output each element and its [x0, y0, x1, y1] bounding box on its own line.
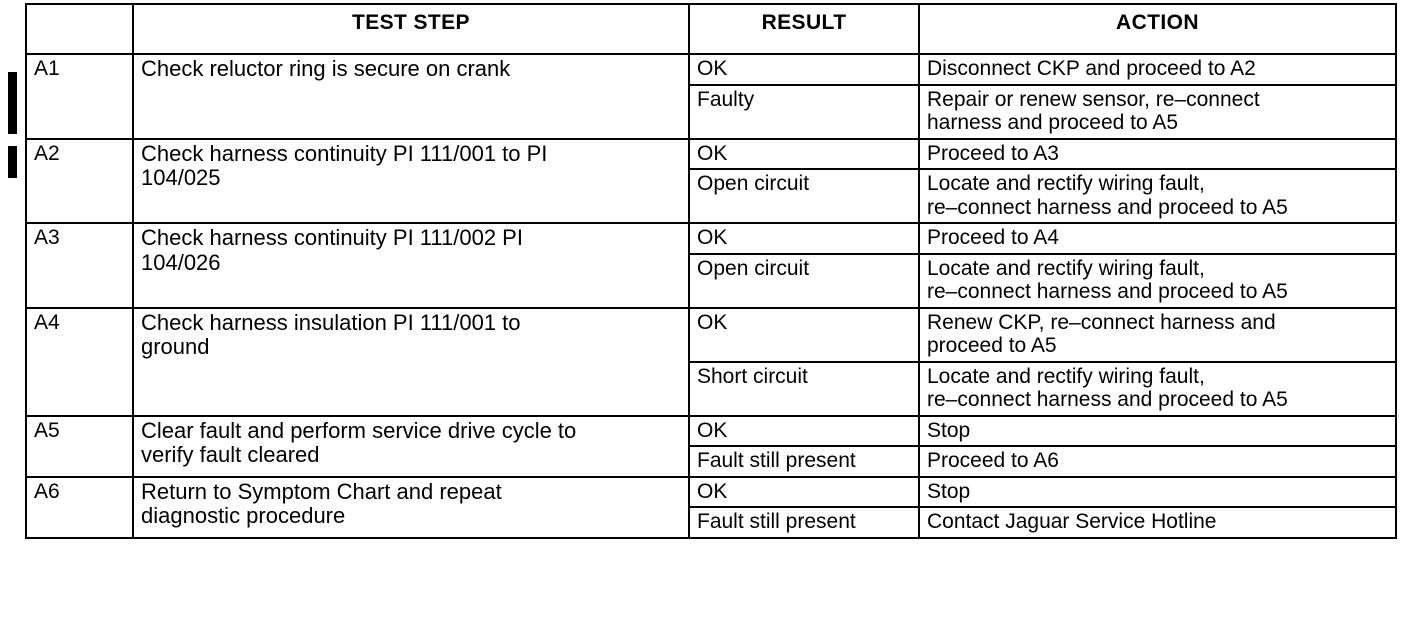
result-cell: Short circuit — [688, 360, 920, 417]
test-step-cell: Check harness insulation PI 111/001 to g… — [132, 306, 690, 417]
change-bar-marker-2 — [8, 146, 17, 178]
result-cell: OK — [688, 306, 920, 363]
action-cell: Renew CKP, re–connect harness and procee… — [918, 306, 1397, 363]
test-step-line: ground — [141, 334, 210, 360]
action-cell: Proceed to A4 — [918, 222, 1397, 255]
action-cell: Disconnect CKP and proceed to A2 — [918, 53, 1397, 86]
test-step-line: 104/025 — [141, 165, 221, 191]
test-step-cell: Clear fault and perform service drive cy… — [132, 414, 690, 478]
step-id-cell: A5 — [25, 414, 134, 478]
action-line: Disconnect CKP and proceed to A2 — [927, 57, 1256, 80]
action-cell: Locate and rectify wiring fault, re–conn… — [918, 168, 1397, 225]
test-step-cell: Check harness continuity PI 111/002 PI 1… — [132, 222, 690, 309]
action-cell: Stop — [918, 414, 1397, 448]
action-line: proceed to A5 — [927, 334, 1057, 358]
test-step-line: Check harness continuity PI 111/001 to P… — [141, 140, 548, 166]
table-row: A5 Clear fault and perform service drive… — [25, 414, 1397, 478]
action-cell: Repair or renew sensor, re–connect harne… — [918, 83, 1397, 140]
action-line: Repair or renew sensor, re–connect — [927, 87, 1260, 111]
table-row: A6 Return to Symptom Chart and repeat di… — [25, 475, 1397, 539]
action-cell: Locate and rectify wiring fault, re–conn… — [918, 360, 1397, 417]
action-cell: Contact Jaguar Service Hotline — [918, 506, 1397, 539]
step-id-cell: A3 — [25, 222, 134, 309]
result-cell: Open circuit — [688, 252, 920, 309]
action-line: Renew CKP, re–connect harness and — [927, 310, 1276, 334]
result-cell: OK — [688, 137, 920, 171]
table-row: Faulty Repair or renew sensor, re–connec… — [26, 83, 1397, 140]
table-row: Open circuit Locate and rectify wiring f… — [26, 168, 1397, 225]
action-line: Proceed to A6 — [927, 449, 1059, 473]
action-cell: Proceed to A3 — [918, 137, 1397, 171]
table-row: A4 Check harness insulation PI 111/001 t… — [25, 306, 1397, 417]
test-step-line: Check harness insulation PI 111/001 to — [141, 309, 521, 335]
result-cell: OK — [688, 414, 920, 448]
table-row: Open circuit Locate and rectify wiring f… — [26, 252, 1397, 309]
step-id-cell: A1 — [25, 53, 134, 140]
table-row: A1 Check reluctor ring is secure on cran… — [25, 53, 1397, 140]
result-cell: Faulty — [688, 83, 920, 140]
step-id-cell: A6 — [25, 475, 134, 539]
action-line: harness and proceed to A5 — [927, 111, 1179, 135]
diagnostic-fault-table: TEST STEP RESULT ACTION A1 Check relucto… — [25, 3, 1397, 539]
action-line: Stop — [927, 479, 971, 503]
step-id-cell: A4 — [25, 306, 134, 417]
table-row: Short circuit Locate and rectify wiring … — [26, 360, 1397, 417]
test-step-cell: Check reluctor ring is secure on crank — [132, 53, 690, 140]
table-row: Fault still present Proceed to A6 — [26, 445, 1397, 478]
header-step-id — [25, 3, 134, 55]
action-cell: Locate and rectify wiring fault, re–conn… — [918, 252, 1397, 309]
test-step-line: verify fault cleared — [141, 442, 320, 468]
action-line: Stop — [927, 418, 971, 442]
test-step-line: 104/026 — [141, 249, 221, 275]
result-cell: OK — [688, 475, 920, 509]
step-id-cell: A2 — [25, 137, 134, 225]
test-step-line: diagnostic procedure — [141, 503, 346, 529]
table-header-row: TEST STEP RESULT ACTION — [25, 3, 1397, 55]
header-result: RESULT — [688, 3, 920, 55]
result-cell: Fault still present — [688, 506, 920, 539]
result-cell: OK — [688, 53, 920, 86]
action-cell: Stop — [918, 475, 1397, 509]
action-line: Contact Jaguar Service Hotline — [927, 510, 1217, 534]
table-row: A3 Check harness continuity PI 111/002 P… — [25, 222, 1397, 309]
action-line: re–connect harness and proceed to A5 — [927, 195, 1288, 219]
header-action: ACTION — [918, 3, 1397, 55]
test-step-line: Return to Symptom Chart and repeat — [141, 478, 502, 504]
test-step-line: Clear fault and perform service drive cy… — [141, 417, 577, 443]
header-test-step: TEST STEP — [132, 3, 690, 55]
table-row: Fault still present Contact Jaguar Servi… — [26, 506, 1397, 539]
action-line: Locate and rectify wiring fault, — [927, 364, 1205, 388]
action-line: Locate and rectify wiring fault, — [927, 256, 1205, 280]
action-line: Proceed to A4 — [927, 226, 1059, 250]
result-cell: OK — [688, 222, 920, 255]
result-cell: Open circuit — [688, 168, 920, 225]
action-line: re–connect harness and proceed to A5 — [927, 280, 1288, 304]
test-step-line: Check reluctor ring is secure on crank — [141, 56, 511, 81]
test-step-cell: Check harness continuity PI 111/001 to P… — [132, 137, 690, 225]
action-line: Locate and rectify wiring fault, — [927, 172, 1205, 196]
action-line: re–connect harness and proceed to A5 — [927, 388, 1288, 412]
change-bar-marker-1 — [8, 72, 17, 134]
test-step-cell: Return to Symptom Chart and repeat diagn… — [132, 475, 690, 539]
result-cell: Fault still present — [688, 445, 920, 478]
table-row: A2 Check harness continuity PI 111/001 t… — [25, 137, 1397, 225]
action-line: Proceed to A3 — [927, 141, 1059, 165]
action-cell: Proceed to A6 — [918, 445, 1397, 478]
test-step-line: Check harness continuity PI 111/002 PI — [141, 225, 523, 251]
